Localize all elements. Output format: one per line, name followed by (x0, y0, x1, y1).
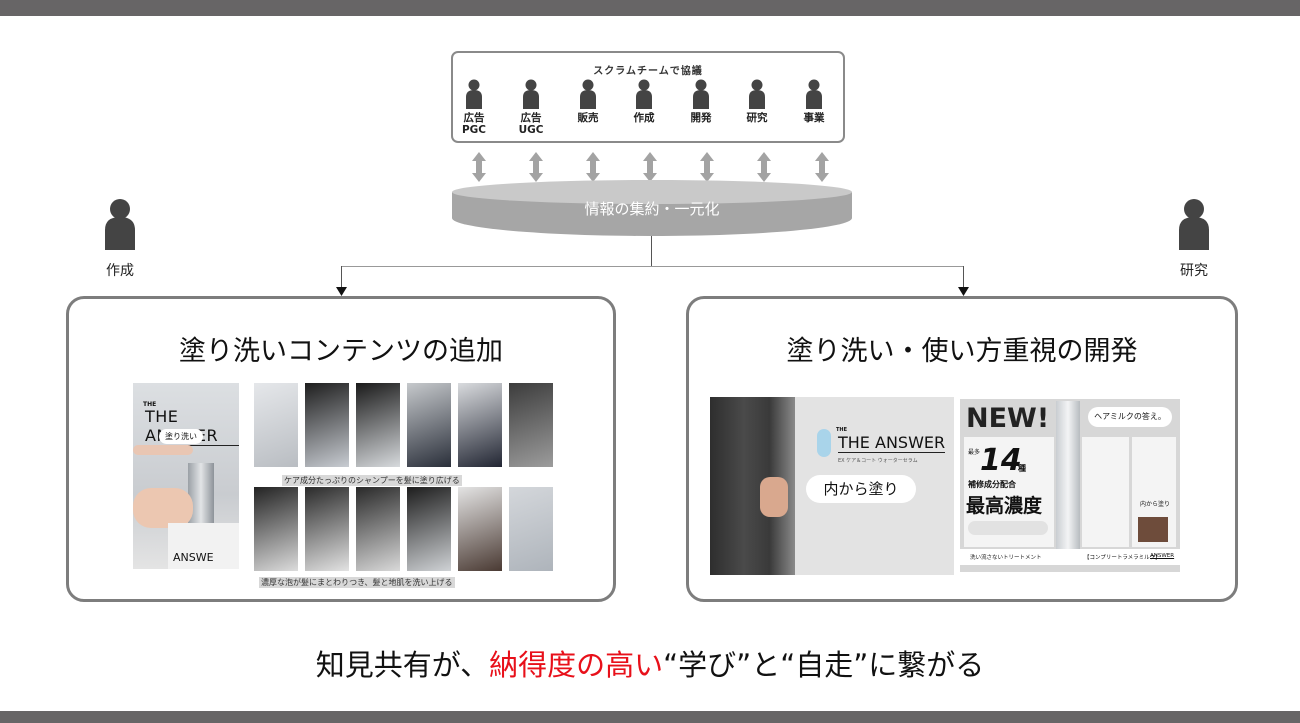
scrum-member: 研究 (737, 79, 777, 124)
panel-development: 塗り洗い・使い方重視の開発 THE THE ANSWER EX ケア＆コート ウ… (686, 296, 1238, 602)
scrum-member: 作成 (624, 79, 664, 124)
person-icon (105, 199, 135, 250)
double-arrow-icon (757, 152, 771, 182)
connector-left-drop (341, 266, 342, 290)
ad2-count-prefix: 最多 (968, 449, 981, 456)
ad-serum-image: THE THE ANSWER EX ケア＆コート ウォーターセラム 内から塗り (710, 397, 954, 575)
tutorial-thumbnail (407, 487, 451, 571)
scrum-member-label: 研究 (746, 112, 768, 124)
tutorial-thumbnail (356, 383, 400, 467)
tutorial-thumbnail (458, 487, 502, 571)
scrum-member: 広告 PGC (454, 79, 494, 136)
person-icon (693, 79, 709, 109)
ad-hair-milk-image: NEW! ヘアミルクの答え。 最多 14 種 補修成分配合 最高濃度 内から塗り… (960, 399, 1180, 572)
double-arrow-icon (529, 152, 543, 182)
scrum-member: 販売 (568, 79, 608, 124)
ad1-brand: THE ANSWER (838, 433, 946, 453)
tutorial-thumbnail (305, 487, 349, 571)
ad2-count: 14 (980, 443, 1022, 478)
poster-image: THE THE ANSWER 塗り洗い ANSWE (133, 383, 239, 569)
poster-tag: 塗り洗い (159, 429, 203, 444)
scrum-member: 事業 (794, 79, 834, 124)
panel-right-title: 塗り洗い・使い方重視の開発 (786, 336, 1138, 367)
ad2-count-label: 補修成分配合 (968, 480, 1016, 489)
tutorial-thumbnail (458, 383, 502, 467)
hub-disk (452, 180, 852, 236)
connector-vertical (651, 236, 652, 267)
tutorial-thumbnail (305, 383, 349, 467)
person-icon (1179, 199, 1209, 250)
hub-label: 情報の集約・一元化 (584, 200, 720, 218)
tutorial-thumbnail (407, 383, 451, 467)
ad2-tag: ヘアミルクの答え。 (1088, 407, 1172, 427)
person-icon (466, 79, 482, 109)
double-arrow-icon (643, 152, 657, 182)
ad2-brand-small: ANSWER (1150, 553, 1175, 559)
connector-horizontal (341, 266, 964, 267)
connector-right-drop (963, 266, 964, 290)
scrum-member-label: 事業 (803, 112, 825, 124)
tutorial-thumbnail (509, 383, 553, 467)
scrum-member-label: 作成 (633, 112, 655, 124)
side-person-left-label: 作成 (106, 263, 134, 279)
ad1-sub: EX ケア＆コート ウォーターセラム (838, 458, 918, 464)
tutorial-thumbnail (254, 383, 298, 467)
scrum-member-label: 広告 PGC (461, 112, 487, 136)
side-person-right-label: 研究 (1180, 263, 1208, 279)
arrowhead-left-icon (336, 287, 347, 296)
conclusion-prefix: 知見共有が、 (315, 648, 490, 682)
ad2-new: NEW! (966, 403, 1050, 434)
caption-top: ケア成分たっぷりのシャンプーを髪に塗り広げる (282, 475, 462, 486)
double-arrow-icon (700, 152, 714, 182)
tutorial-thumbnail (509, 487, 553, 571)
side-person-left: 作成 (90, 198, 150, 280)
arrowhead-right-icon (958, 287, 969, 296)
bottom-bar (0, 711, 1300, 723)
conclusion-message: 知見共有が、納得度の高い“学び”と“自走”に繋がる (0, 642, 1300, 684)
ad2-footer-right: 【コンプリートラメラミルク】 (1084, 555, 1161, 561)
scrum-member: 開発 (681, 79, 721, 124)
ad1-tag: 内から塗り (806, 475, 916, 503)
ad2-headline: 最高濃度 (966, 495, 1043, 517)
ad2-side-tag: 内から塗り (1140, 501, 1171, 508)
scrum-member-label: 広告 UGC (518, 112, 544, 136)
double-arrow-icon (815, 152, 829, 182)
person-icon (580, 79, 596, 109)
ad2-footer-left: 洗い流さないトリートメント (970, 555, 1042, 561)
conclusion-highlight: 納得度の高い (489, 648, 664, 682)
panel-left-title: 塗り洗いコンテンツの追加 (179, 336, 503, 367)
person-icon (806, 79, 822, 109)
double-arrow-icon (472, 152, 486, 182)
scrum-title: スクラムチームで協議 (593, 66, 703, 77)
person-icon (636, 79, 652, 109)
scrum-team-box: スクラムチームで協議 広告 PGC 広告 UGC 販売 作成 開発 研究 事業 (451, 51, 845, 143)
conclusion-suffix: “学び”と“自走”に繋がる (663, 648, 985, 682)
person-icon (523, 79, 539, 109)
scrum-member: 広告 UGC (511, 79, 551, 136)
ad2-count-unit: 種 (1018, 464, 1026, 473)
panel-content-addition: 塗り洗いコンテンツの追加 THE THE ANSWER 塗り洗い ANSWE ケ… (66, 296, 616, 602)
scrum-member-label: 開発 (690, 112, 712, 124)
scrum-member-label: 販売 (577, 112, 599, 124)
top-bar (0, 0, 1300, 16)
person-icon (749, 79, 765, 109)
tutorial-thumbnail (254, 487, 298, 571)
double-arrow-icon (586, 152, 600, 182)
caption-bottom: 濃厚な泡が髪にまとわりつき、髪と地肌を洗い上げる (259, 577, 455, 588)
side-person-right: 研究 (1164, 198, 1224, 280)
tutorial-thumbnail (356, 487, 400, 571)
